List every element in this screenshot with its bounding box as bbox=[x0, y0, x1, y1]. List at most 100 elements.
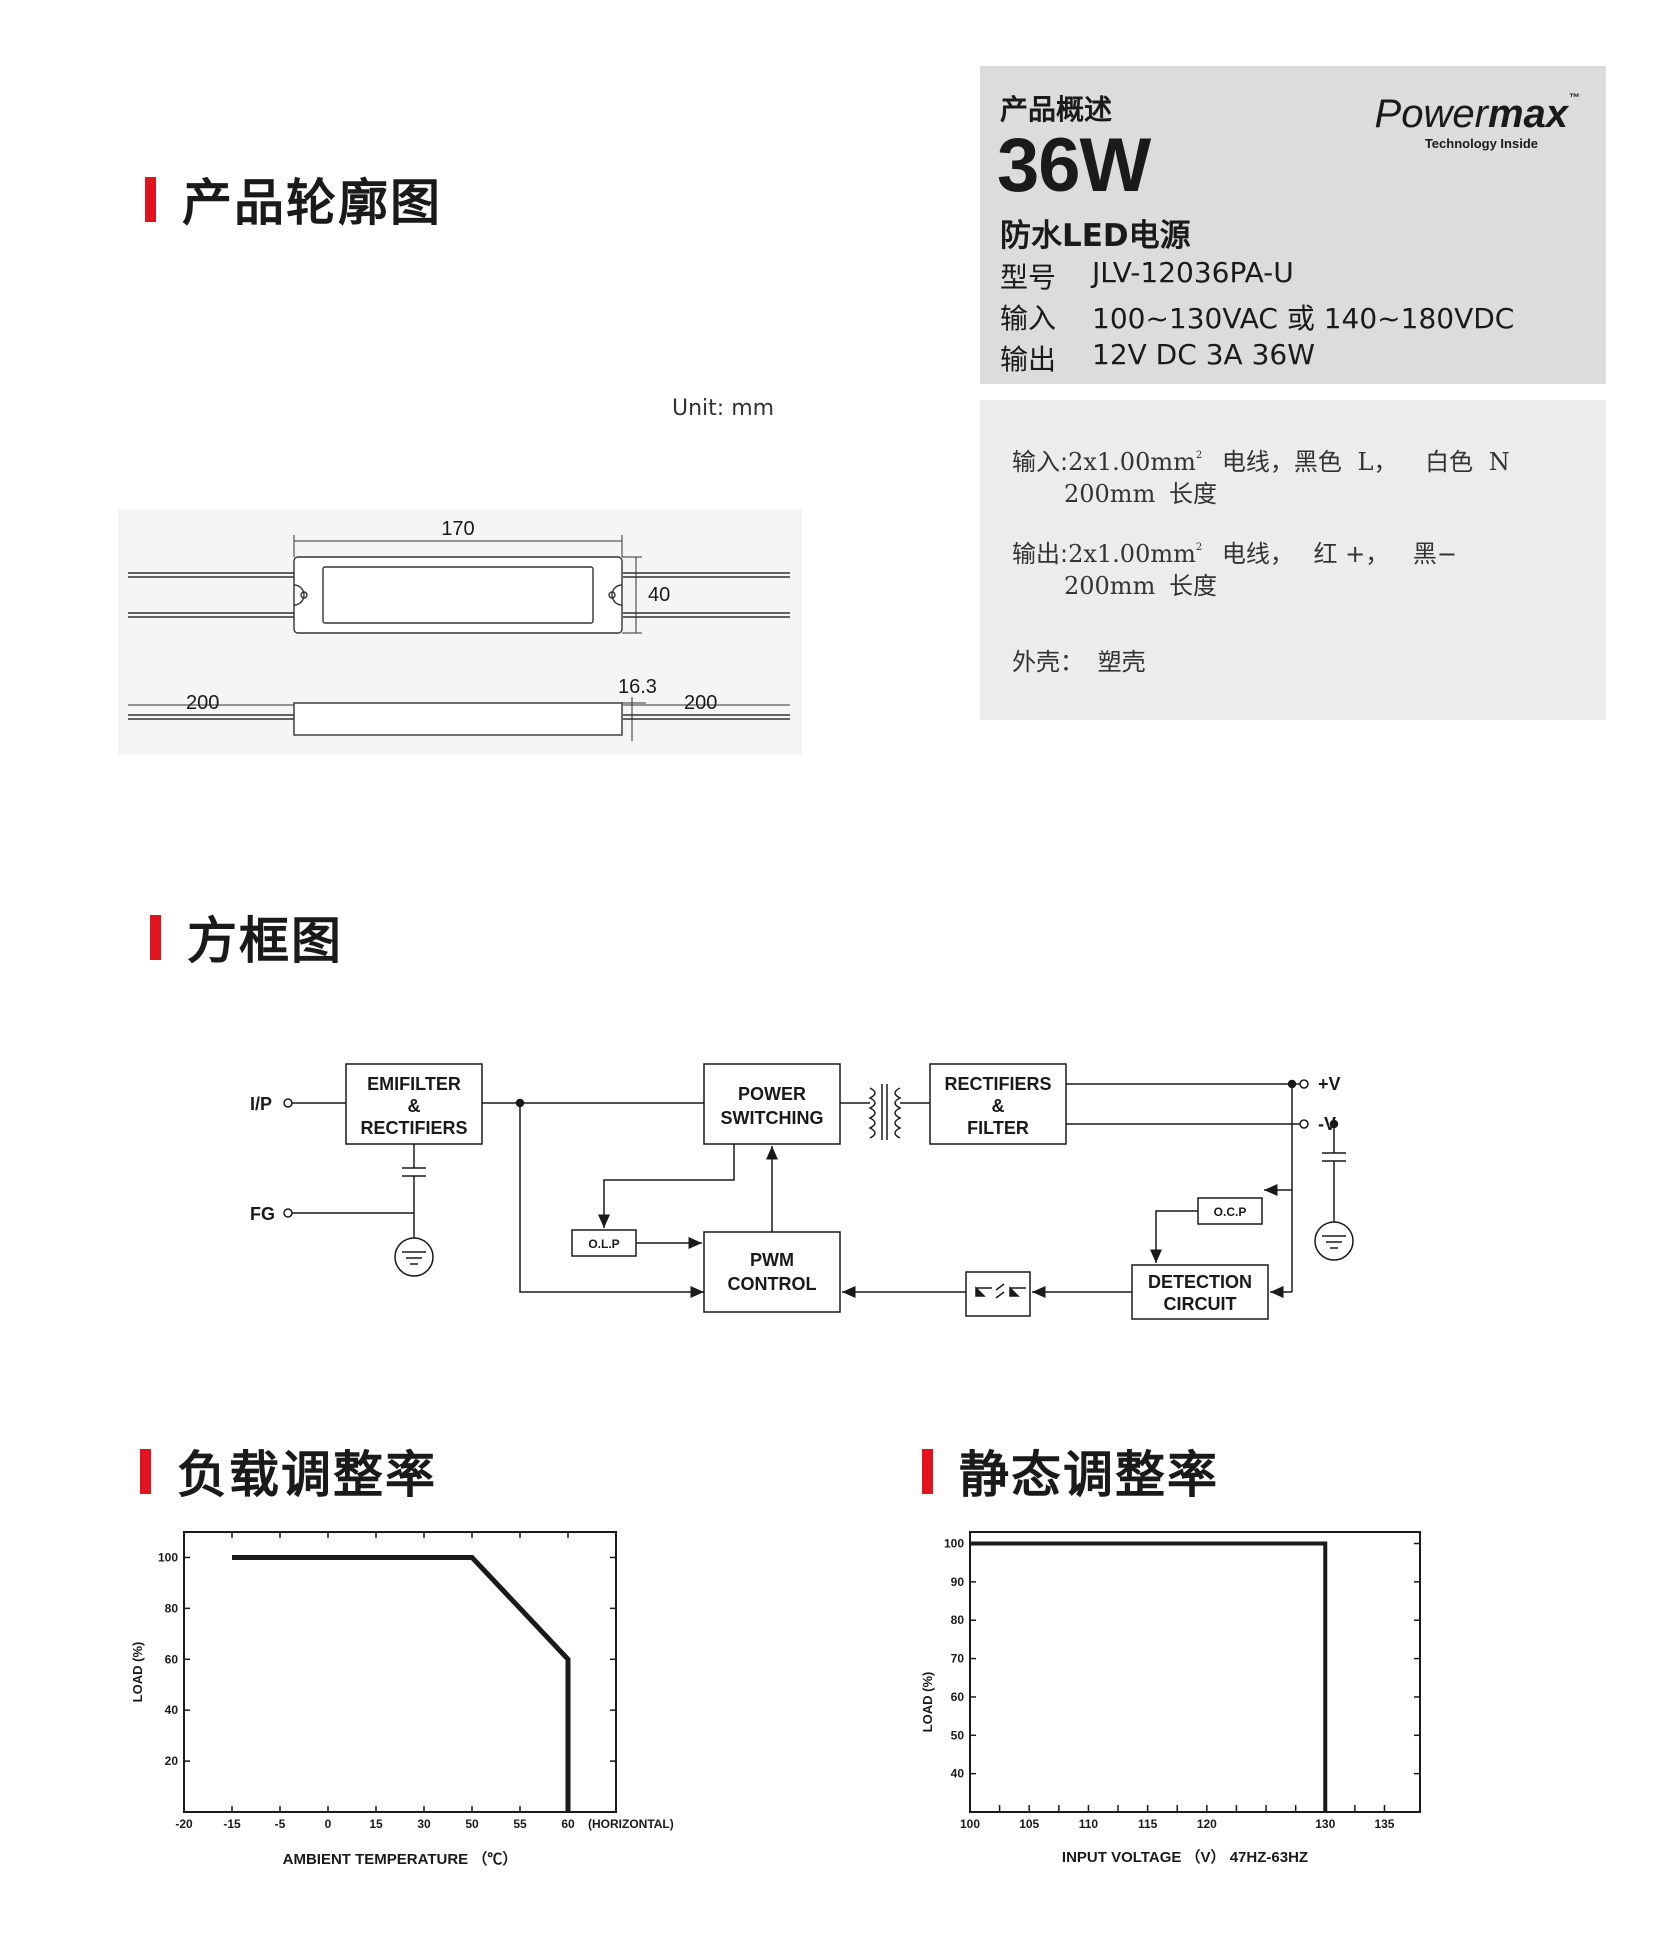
spec-input-len: 200mm bbox=[1064, 480, 1156, 508]
section-title-text: 方框图 bbox=[187, 912, 343, 970]
spec-input-text: 电线，黑色 bbox=[1221, 448, 1342, 476]
spec-output-len: 200mm bbox=[1064, 572, 1156, 600]
spec-output-black: 黑− bbox=[1412, 540, 1458, 568]
x-tick-label: 135 bbox=[1374, 1817, 1394, 1831]
y-tick-label: 60 bbox=[165, 1652, 179, 1666]
label-ip: I/P bbox=[250, 1094, 272, 1114]
spec-input-white: 白色 bbox=[1425, 448, 1474, 476]
dim-length: 170 bbox=[441, 518, 474, 540]
x-axis-label: INPUT VOLTAGE （V） 47HZ-63HZ bbox=[1062, 1848, 1308, 1866]
y-axis-label: LOAD (%) bbox=[920, 1672, 935, 1733]
y-tick-label: 20 bbox=[165, 1754, 179, 1768]
dim-lead-left: 200 bbox=[186, 692, 219, 714]
x-extra-label: (HORIZONTAL) bbox=[588, 1817, 674, 1831]
x-tick-label: 30 bbox=[417, 1817, 431, 1831]
emi-line-2: & bbox=[408, 1096, 421, 1116]
spec-len-label: 长度 bbox=[1168, 480, 1217, 508]
section-title-static: 静态调整率 bbox=[922, 1435, 1219, 1507]
ocp-label: O.C.P bbox=[1214, 1205, 1247, 1219]
detect-line-2: CIRCUIT bbox=[1164, 1294, 1237, 1314]
label-fg: FG bbox=[250, 1204, 275, 1224]
outline-drawing-svg: 170 40 16.3 200 200 bbox=[128, 518, 790, 741]
section-title-block: 方框图 bbox=[150, 901, 343, 973]
dim-height: 16.3 bbox=[618, 676, 657, 698]
rect-line-1: RECTIFIERS bbox=[944, 1074, 1051, 1094]
section-title-derating: 负载调整率 bbox=[140, 1435, 437, 1507]
brand-light: Power bbox=[1374, 92, 1488, 136]
pwm-line-2: CONTROL bbox=[728, 1274, 817, 1294]
olp-label: O.L.P bbox=[588, 1237, 619, 1251]
series-line bbox=[970, 1541, 1328, 1812]
spec-input-line: 输入:2x1.00mm2 电线，黑色 L， 白色 N bbox=[1012, 442, 1510, 477]
section-title-outline: 产品轮廓图 bbox=[145, 163, 442, 235]
spec-card: 输入:2x1.00mm2 电线，黑色 L， 白色 N 200mm 长度 输出:2… bbox=[980, 400, 1606, 720]
spec-output-sup: 2 bbox=[1195, 542, 1203, 553]
pwm-line-1: PWM bbox=[750, 1250, 794, 1270]
power-line-1: POWER bbox=[738, 1084, 806, 1104]
brand-tm: ™ bbox=[1569, 92, 1580, 104]
section-title-text: 产品轮廓图 bbox=[182, 174, 442, 232]
section-title-text: 负载调整率 bbox=[177, 1446, 437, 1504]
x-tick-label: 110 bbox=[1079, 1817, 1099, 1831]
plot-frame bbox=[969, 1531, 1421, 1813]
y-tick-label: 90 bbox=[951, 1575, 965, 1589]
x-axis-label: AMBIENT TEMPERATURE （℃） bbox=[283, 1850, 518, 1868]
spec-output-length: 200mm 长度 bbox=[1064, 566, 1217, 601]
brand-wordmark: Powermax bbox=[1375, 92, 1568, 137]
y-tick-label: 100 bbox=[158, 1550, 178, 1564]
product-kicker: 产品概述 bbox=[1000, 93, 1113, 126]
row-value: 12V DC 3A 36W bbox=[1092, 338, 1315, 371]
product-power: 36W bbox=[997, 123, 1151, 208]
x-tick-label: -5 bbox=[275, 1817, 286, 1831]
product-row-input: 输入 100~130VAC 或 140~180VDC bbox=[1000, 297, 1514, 337]
brand-tagline: Technology Inside bbox=[1424, 136, 1538, 151]
y-tick-label: 80 bbox=[165, 1601, 179, 1615]
x-tick-label: 105 bbox=[1019, 1817, 1039, 1831]
outline-drawing: 170 40 16.3 200 200 bbox=[118, 509, 802, 755]
y-axis-label: LOAD (%) bbox=[130, 1642, 145, 1703]
rect-line-2: & bbox=[992, 1096, 1005, 1116]
brand-bold: max bbox=[1487, 92, 1568, 136]
detect-line-1: DETECTION bbox=[1148, 1272, 1252, 1292]
spec-len-label: 长度 bbox=[1168, 572, 1217, 600]
spec-output-line: 输出:2x1.00mm2 电线， 红 +， 黑− bbox=[1012, 534, 1457, 569]
y-tick-label: 40 bbox=[165, 1703, 179, 1717]
x-tick-label: 60 bbox=[561, 1817, 575, 1831]
block-diagram: I/P FG EMIFILTER & RECTIFIERS POWER SWIT… bbox=[250, 1063, 1354, 1320]
spec-output-wire: 2x1.00mm bbox=[1068, 540, 1196, 568]
spec-input-sup: 2 bbox=[1195, 450, 1203, 461]
spec-shell-line: 外壳： 塑壳 bbox=[1012, 642, 1146, 677]
product-row-output: 输出 12V DC 3A 36W bbox=[1000, 338, 1315, 378]
x-tick-label: -20 bbox=[175, 1817, 193, 1831]
x-tick-label: 50 bbox=[465, 1817, 479, 1831]
row-key: 型号 bbox=[1000, 261, 1057, 294]
unit-label: Unit: mm bbox=[672, 396, 775, 421]
spec-input-length: 200mm 长度 bbox=[1064, 474, 1217, 509]
title-accent-bar bbox=[140, 1448, 151, 1494]
spec-input-label: 输入: bbox=[1012, 448, 1069, 476]
spec-input-wire: 2x1.00mm bbox=[1068, 448, 1196, 476]
power-line-2: SWITCHING bbox=[721, 1108, 824, 1128]
spec-shell-label: 外壳： bbox=[1012, 648, 1084, 676]
y-tick-label: 70 bbox=[951, 1652, 965, 1666]
emi-line-1: EMIFILTER bbox=[367, 1074, 461, 1094]
y-tick-label: 100 bbox=[944, 1537, 964, 1551]
spec-input-l: L， bbox=[1357, 448, 1398, 476]
x-tick-label: 130 bbox=[1315, 1817, 1335, 1831]
dim-width: 40 bbox=[648, 584, 670, 606]
row-key: 输出 bbox=[1000, 343, 1057, 376]
x-tick-label: 115 bbox=[1138, 1817, 1158, 1831]
title-accent-bar bbox=[145, 176, 156, 222]
y-tick-label: 60 bbox=[951, 1690, 965, 1704]
spec-input-n: N bbox=[1488, 448, 1510, 476]
brand-logo: Powermax ™ Technology Inside bbox=[1370, 92, 1590, 152]
x-tick-label: 120 bbox=[1197, 1817, 1217, 1831]
product-name: 防水LED电源 bbox=[1000, 218, 1191, 254]
row-key: 输入 bbox=[1000, 302, 1057, 335]
y-tick-label: 80 bbox=[951, 1613, 965, 1627]
title-accent-bar bbox=[922, 1448, 933, 1494]
label-vneg: -V bbox=[1318, 1114, 1336, 1134]
title-accent-bar bbox=[150, 914, 161, 960]
